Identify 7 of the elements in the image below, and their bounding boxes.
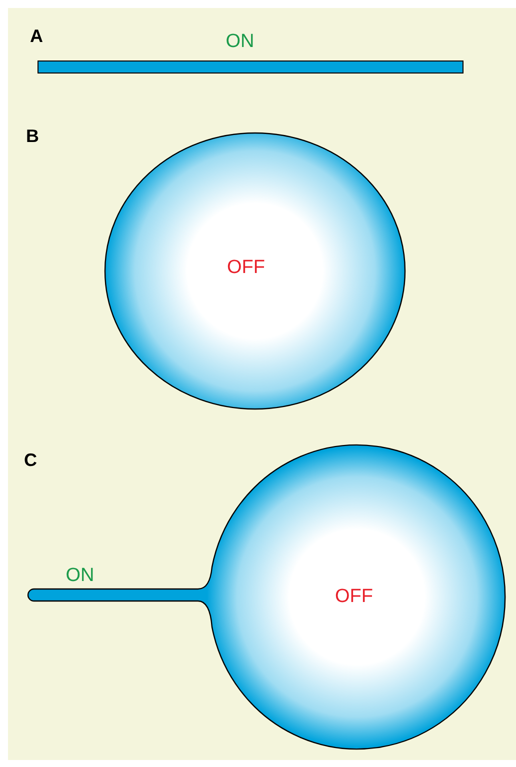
state-label: ON: [226, 31, 254, 53]
panel-letter: A: [30, 26, 43, 47]
state-label: OFF: [227, 257, 265, 279]
state-label: ON: [66, 565, 94, 587]
panel-letter: B: [26, 126, 39, 147]
state-label: OFF: [335, 586, 373, 608]
panel-letter: C: [24, 450, 37, 471]
